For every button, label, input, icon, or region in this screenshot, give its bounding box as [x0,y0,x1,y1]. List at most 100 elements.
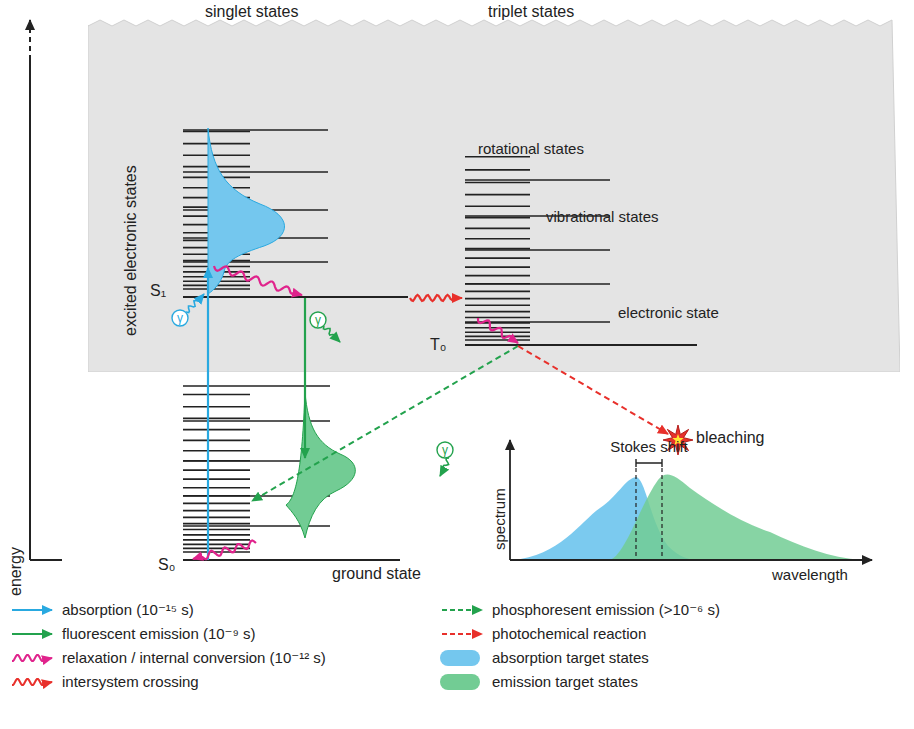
peak-line [661,468,662,560]
legend-sample [440,600,486,620]
column-heading: singlet states [205,3,298,21]
axis-label: energy [7,547,25,596]
rotational-level [465,217,530,219]
relaxation-arrow [214,266,302,295]
rotational-level [183,487,250,489]
rotational-level [465,182,530,184]
energy-axis [29,60,31,560]
emission-spectrum [610,474,862,560]
level-label: electronic state [618,304,719,322]
photon-symbol: γ [315,311,321,329]
rotational-level [183,523,250,525]
state-label: T₀ [430,336,446,354]
rotational-level [465,275,530,277]
shift-label: Stokes shift [610,438,688,456]
wavelength-axis [510,559,872,561]
photon-wave [323,326,340,342]
photon-circle [310,312,326,328]
rotational-level [465,291,530,293]
rotational-level [183,548,250,550]
rotational-level [465,238,530,240]
rotational-level [465,298,530,300]
rotational-level [183,503,250,505]
legend-text: photochemical reaction [492,625,646,643]
vibrational-level [465,249,610,251]
rotational-level [183,131,250,133]
phosphorescence-arrow [252,346,518,501]
photon-symbol: γ [442,441,448,459]
vibrational-level [183,171,328,173]
rotational-level [183,469,250,471]
stokes-bracket [636,459,662,467]
axis-label: spectrum [491,488,509,550]
legend-wave [12,679,52,685]
rotational-level [183,517,250,519]
rotational-level [183,418,250,420]
rotational-level [465,194,530,196]
legend-sample [10,600,56,620]
vibrational-level [465,179,610,181]
rotational-level [465,336,530,338]
axis-tick [30,559,62,561]
vibrational-level [465,283,610,285]
rotational-level [183,143,250,145]
rotational-level [465,339,530,341]
legend-line [442,609,482,611]
band-label: excited electronic states [122,165,140,336]
rotational-level [465,266,530,268]
photochemical-arrow [518,346,668,434]
level-label: rotational states [478,140,584,158]
legend-sample [10,624,56,644]
photon-wave [186,294,204,313]
rotational-level [183,429,250,431]
legend-text: absorption (10⁻¹⁵ s) [62,601,194,619]
fluorescence-arrow [304,298,306,458]
rotational-level [183,155,250,157]
legend-line [12,609,52,611]
rotational-level [183,406,250,408]
rotational-level [183,510,250,512]
legend-swatch [440,650,480,666]
vibrational-level [183,261,328,263]
legend-sample [10,672,56,692]
bleaching-label: bleaching [696,429,765,447]
relaxation-arrow [193,540,256,559]
electronic-level [465,344,697,346]
photon-circle [437,442,453,458]
band-fill [88,20,900,372]
rotational-level [465,248,530,250]
state-label: S₁ [150,282,166,300]
vibrational-level [183,129,328,131]
level-label: vibrational states [546,208,659,226]
legend-text: emission target states [492,673,638,691]
rotational-level [183,394,250,396]
rotational-level [465,311,530,313]
legend-sample [440,624,486,644]
rotational-level [465,331,530,333]
emission-distribution [286,392,355,538]
photon-symbol: γ [177,309,183,327]
legend-text: intersystem crossing [62,673,199,691]
legend-wave [12,655,52,661]
rotational-level [183,478,250,480]
legend-line [442,633,482,635]
photon-circle [172,310,188,326]
rotational-level [183,539,250,541]
legend-swatch [440,674,480,690]
rotational-level [183,450,250,452]
peak-line [635,468,636,560]
rotational-level [183,288,250,290]
column-heading: triplet states [488,3,574,21]
vibrational-level [183,385,330,387]
rotational-level [465,228,530,230]
legend-line [12,633,52,635]
legend-text: phosphoresent emission (>10⁻⁶ s) [492,601,720,619]
rotational-level [183,534,250,536]
absorption-arrow [207,268,209,560]
state-label: S₀ [158,556,175,574]
legend-sample [10,648,56,668]
rotational-level [465,169,530,171]
legend-text: absorption target states [492,649,649,667]
wavy-arrows [186,266,518,559]
